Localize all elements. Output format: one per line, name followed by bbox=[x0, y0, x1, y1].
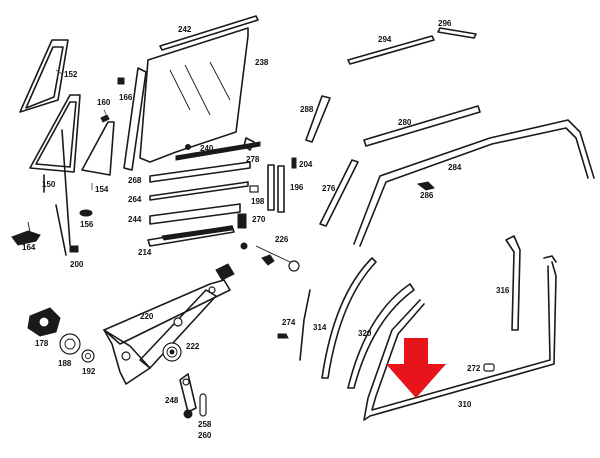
label-240: 240 bbox=[200, 144, 214, 153]
part-198-clip bbox=[249, 185, 259, 193]
part-240-strip bbox=[175, 141, 261, 161]
part-guide-rod-2 bbox=[55, 204, 67, 256]
label-310: 310 bbox=[458, 400, 472, 409]
part-276-strip bbox=[319, 159, 359, 227]
label-274: 274 bbox=[282, 318, 296, 327]
label-198: 198 bbox=[251, 197, 265, 206]
part-214-channel bbox=[147, 225, 235, 247]
label-248: 248 bbox=[165, 396, 179, 405]
part-220-regulator bbox=[103, 263, 235, 385]
part-204-clip bbox=[291, 157, 297, 169]
label-150: 150 bbox=[42, 180, 56, 189]
label-276: 276 bbox=[322, 184, 336, 193]
part-278-clip bbox=[243, 137, 255, 151]
label-166: 166 bbox=[119, 93, 133, 102]
part-280-strip bbox=[363, 105, 481, 147]
label-268: 268 bbox=[128, 176, 142, 185]
part-guide-rod bbox=[61, 129, 71, 246]
part-222-spring bbox=[162, 342, 182, 362]
label-272: 272 bbox=[467, 364, 481, 373]
part-166-channel bbox=[117, 67, 147, 171]
label-152: 152 bbox=[64, 70, 78, 79]
part-188-gear bbox=[59, 333, 81, 355]
part-268-belt bbox=[149, 161, 251, 183]
part-196-channel bbox=[267, 164, 285, 213]
label-204: 204 bbox=[299, 160, 313, 169]
part-258-escutcheon bbox=[199, 393, 207, 417]
part-226-hardware bbox=[240, 242, 300, 272]
label-178: 178 bbox=[35, 339, 49, 348]
label-286: 286 bbox=[420, 191, 434, 200]
label-214: 214 bbox=[138, 248, 152, 257]
label-288: 288 bbox=[300, 105, 314, 114]
part-296-strip bbox=[437, 27, 477, 39]
label-238: 238 bbox=[255, 58, 269, 67]
part-160-bracket bbox=[100, 109, 110, 123]
label-200: 200 bbox=[70, 260, 84, 269]
label-294: 294 bbox=[378, 35, 392, 44]
part-288-strip bbox=[305, 95, 331, 143]
part-192-washer bbox=[81, 349, 95, 363]
label-188: 188 bbox=[58, 359, 72, 368]
part-150-vent-glass bbox=[29, 94, 81, 193]
label-284: 284 bbox=[448, 163, 462, 172]
label-196: 196 bbox=[290, 183, 304, 192]
label-278: 278 bbox=[246, 155, 260, 164]
part-310-door-seal bbox=[363, 255, 557, 421]
label-164: 164 bbox=[22, 243, 36, 252]
part-320-seal bbox=[347, 283, 415, 389]
part-284-frame bbox=[353, 119, 595, 247]
label-264: 264 bbox=[128, 195, 142, 204]
part-286-clip bbox=[416, 181, 435, 191]
label-156: 156 bbox=[80, 220, 94, 229]
part-152-vent-frame bbox=[19, 39, 69, 113]
part-270-bracket bbox=[237, 213, 247, 229]
label-270: 270 bbox=[252, 215, 266, 224]
part-154-glass bbox=[81, 121, 115, 190]
label-220: 220 bbox=[140, 312, 154, 321]
part-178-motor bbox=[27, 307, 61, 337]
part-294-strip bbox=[347, 35, 435, 65]
label-242: 242 bbox=[178, 25, 192, 34]
part-238-door-glass bbox=[139, 27, 249, 163]
part-rubber-strip bbox=[299, 289, 311, 361]
part-272-clip bbox=[483, 363, 495, 372]
highlight-arrow bbox=[386, 338, 446, 398]
label-154: 154 bbox=[95, 185, 109, 194]
label-244: 244 bbox=[128, 215, 142, 224]
part-316-channel bbox=[505, 235, 521, 331]
label-314: 314 bbox=[313, 323, 327, 332]
part-242-strip bbox=[159, 15, 259, 51]
part-156-clip bbox=[79, 209, 93, 217]
label-192: 192 bbox=[82, 367, 96, 376]
part-164-hinge bbox=[11, 221, 41, 246]
part-244-strip bbox=[149, 203, 241, 225]
part-200-nut bbox=[69, 245, 79, 253]
part-314-seal bbox=[321, 257, 377, 379]
label-320: 320 bbox=[358, 329, 372, 338]
part-264-belt bbox=[149, 181, 249, 201]
label-316: 316 bbox=[496, 286, 510, 295]
label-296: 296 bbox=[438, 19, 452, 28]
label-258: 258 bbox=[198, 420, 212, 429]
label-226: 226 bbox=[275, 235, 289, 244]
part-274-pin bbox=[277, 333, 289, 339]
label-222: 222 bbox=[186, 342, 200, 351]
label-160: 160 bbox=[97, 98, 111, 107]
label-280: 280 bbox=[398, 118, 412, 127]
part-248-handle bbox=[179, 373, 197, 419]
label-260: 260 bbox=[198, 431, 212, 440]
